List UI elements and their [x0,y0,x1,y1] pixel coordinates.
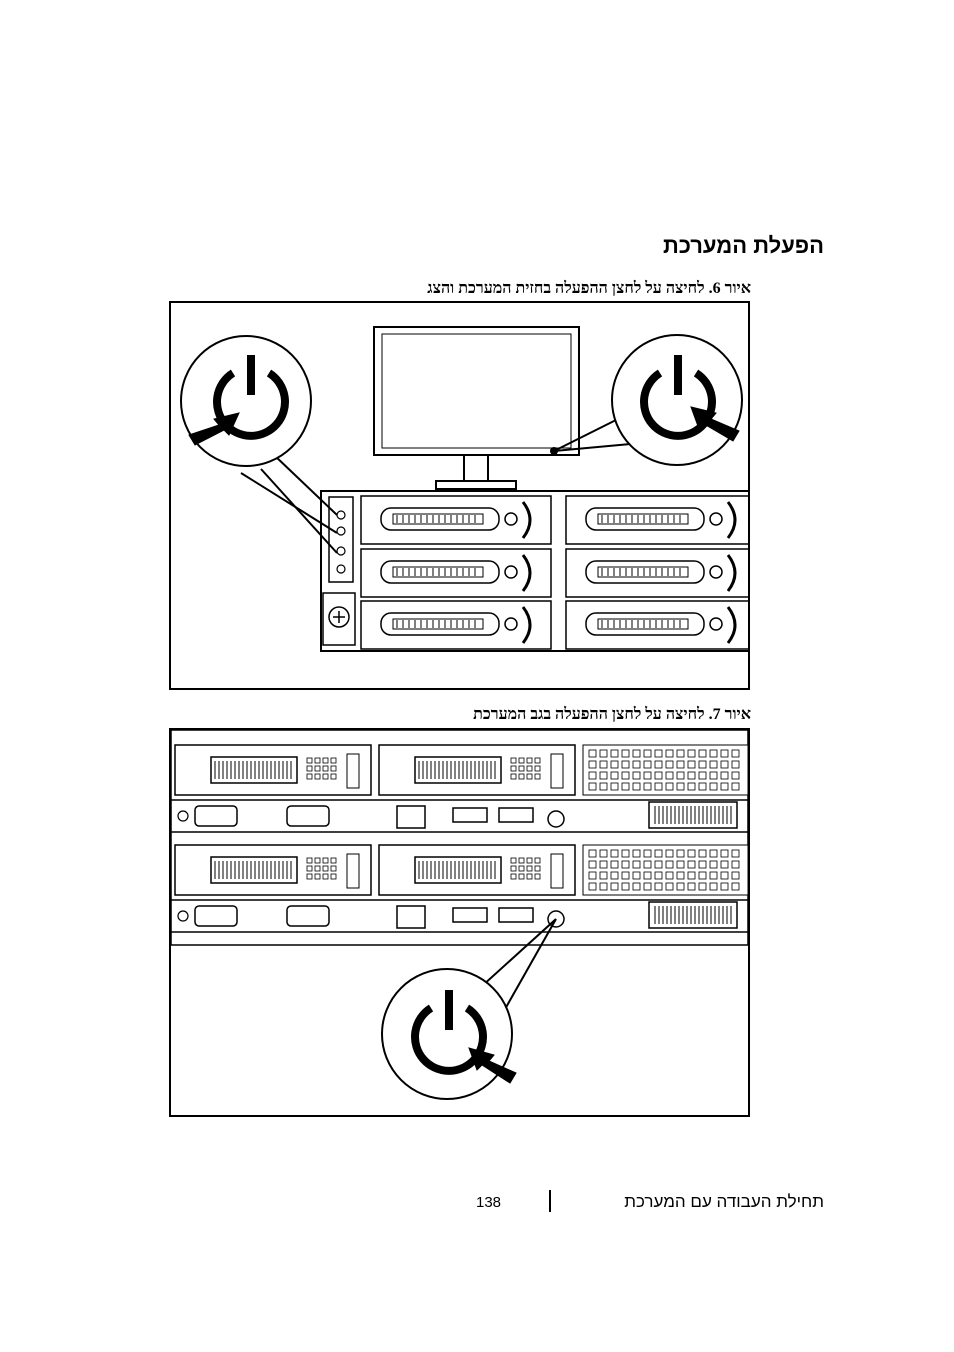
io-ports [171,899,748,933]
drive-bay [565,548,748,598]
expansion-slot [174,844,372,896]
figure-6-front-illustration [169,301,750,690]
section-title: הפעלת המערכת [662,233,824,258]
figure-6-caption: איור 6. לחיצה על לחצן ההפעלה בחזית המערכ… [427,280,751,297]
monitor-power-callout [553,334,743,466]
monitor-arrow-icon [690,406,740,442]
server-rear-illustration [171,730,748,946]
drive-bay [565,495,748,545]
front-power-icon [213,355,289,440]
rear-arrow-icon [468,1047,517,1084]
drive-bay [360,600,552,650]
figure-7-back-illustration [169,728,750,1117]
drive-bay [360,548,552,598]
drive-bay [565,600,748,650]
front-power-callout [180,335,338,554]
vent-grid [582,744,748,796]
io-ports [171,799,748,833]
monitor-illustration [373,326,580,490]
expansion-slot [174,744,372,796]
front-arrow-icon [188,412,240,446]
footer-separator [549,1190,551,1212]
drive-bay [360,495,552,545]
monitor-power-icon [640,355,716,440]
rear-power-icon [411,990,487,1075]
figure-7-caption: איור 7. לחיצה על לחצן ההפעלה בגב המערכת [473,706,751,723]
hard-drive-bays [360,495,748,650]
vent-grid [582,844,748,896]
page-number: 138 [476,1194,502,1211]
expansion-slot [378,744,576,796]
footer-running-title: תחילת העבודה עם המערכת [624,1192,824,1211]
expansion-slot [378,844,576,896]
